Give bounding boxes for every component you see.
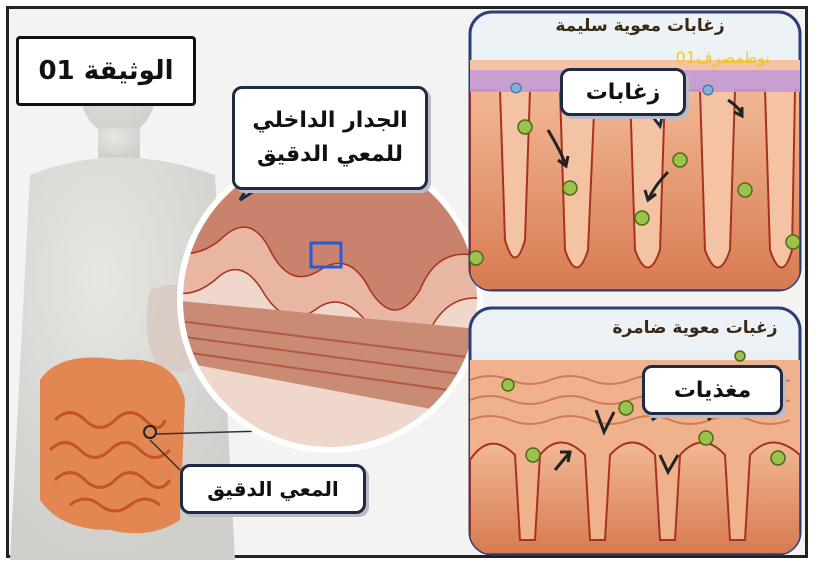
atrophied-villi-title: زغبات معوية ضامرة bbox=[610, 318, 780, 338]
inner-wall-label: الجدار الداخلي للمعي الدقيق bbox=[232, 86, 428, 190]
small-intestine-text: المعي الدقيق bbox=[207, 477, 338, 501]
villi-text: زغابات bbox=[586, 80, 661, 105]
watermark-text: نوطمصرف01 bbox=[540, 48, 770, 67]
small-intestine-label: المعي الدقيق bbox=[180, 464, 366, 514]
inner-wall-line-1: الجدار الداخلي bbox=[252, 104, 407, 138]
document-title-text: الوثيقة 01 bbox=[38, 56, 173, 86]
inner-wall-line-2: للمعي الدقيق bbox=[257, 138, 403, 172]
nutrients-label: مغذيات bbox=[642, 365, 783, 415]
healthy-villi-title: زغابات معوية سليمة bbox=[520, 16, 760, 36]
atrophied-villi-panel bbox=[470, 308, 800, 554]
villi-label: زغابات bbox=[560, 68, 686, 116]
nutrients-text: مغذيات bbox=[674, 378, 751, 403]
document-title: الوثيقة 01 bbox=[16, 36, 196, 106]
